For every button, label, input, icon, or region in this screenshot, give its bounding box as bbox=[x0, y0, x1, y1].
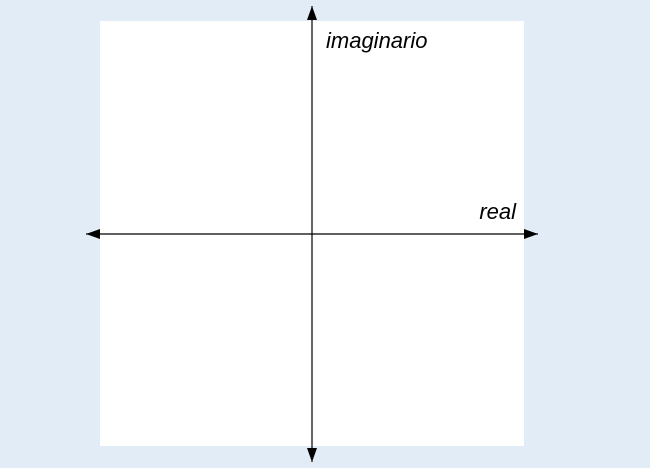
y-axis-label: imaginario bbox=[326, 28, 428, 53]
x-axis-label: real bbox=[479, 199, 517, 224]
